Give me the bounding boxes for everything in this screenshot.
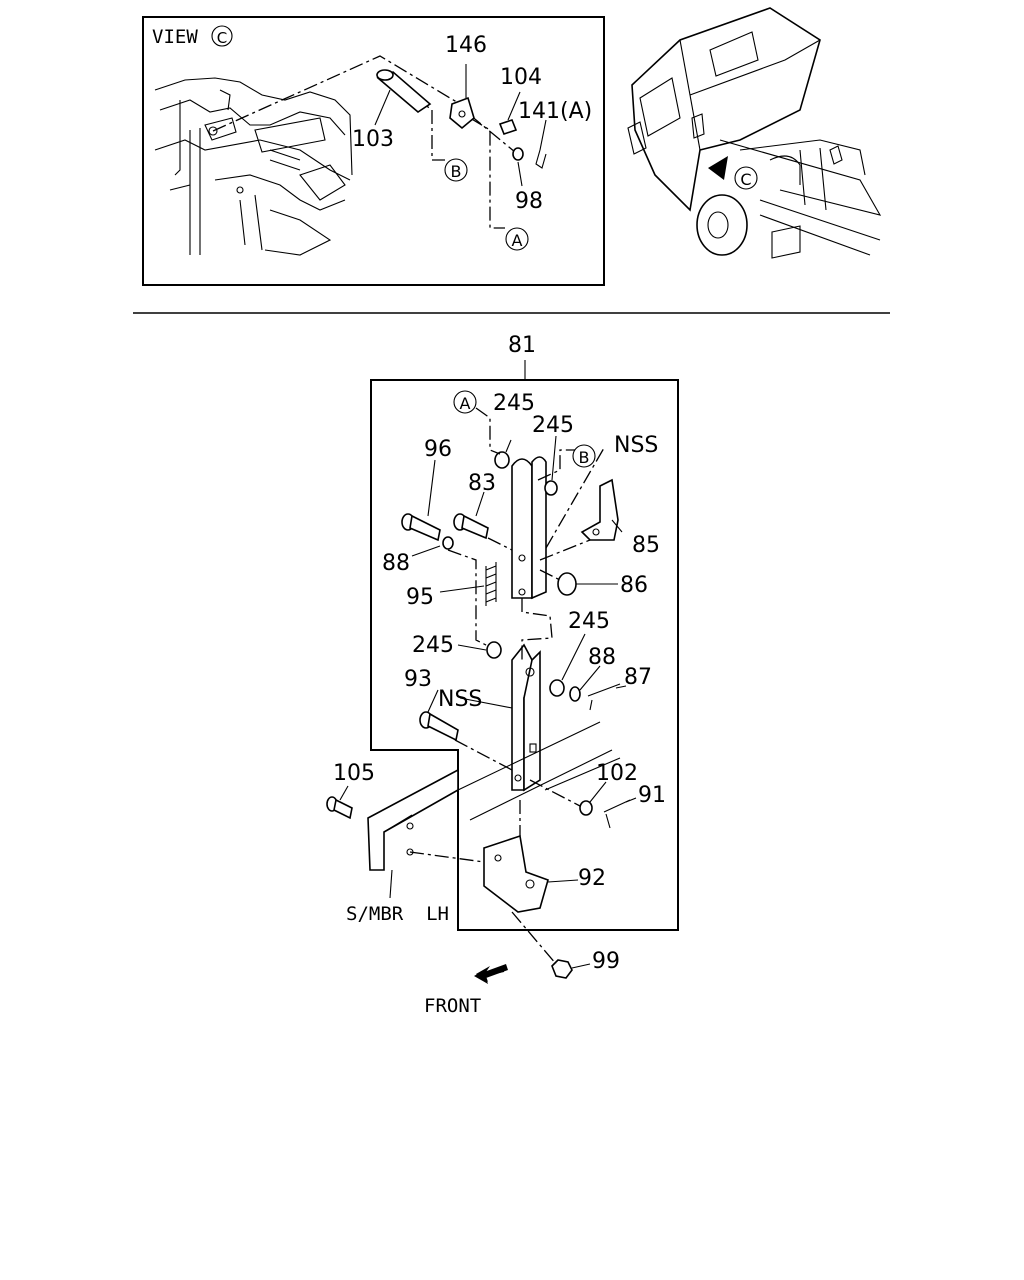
ref-a-badge: A <box>505 227 529 251</box>
part-245-collar-top-right <box>544 480 558 496</box>
part-245-collar-mid-left <box>486 641 502 659</box>
view-c-frame <box>142 16 605 286</box>
part-83-bolt <box>453 513 489 540</box>
part-85-bracket <box>580 478 619 541</box>
main-assembly: 81 <box>326 333 679 1017</box>
truck-cab <box>631 7 821 212</box>
view-c-panel: VIEW C <box>142 16 605 286</box>
callout-88-right: 88 <box>588 645 616 670</box>
callout-92: 92 <box>578 866 606 891</box>
ref-b-marker: B <box>572 444 596 468</box>
upper-link-nss <box>511 456 547 600</box>
part-105-bolt <box>326 796 353 820</box>
callout-105: 105 <box>333 761 375 786</box>
truck-window <box>709 31 759 77</box>
part-88-washer-left <box>442 536 454 550</box>
callout-245-mid-left: 245 <box>412 633 454 658</box>
callout-96: 96 <box>424 437 452 462</box>
ref-a-marker: A <box>453 390 477 414</box>
side-member-label: S/MBR LH <box>346 903 449 925</box>
svg-text:B: B <box>579 448 590 467</box>
callout-91: 91 <box>638 783 666 808</box>
part-91-pin <box>603 799 631 829</box>
truck-wheel <box>696 194 748 256</box>
callout-85: 85 <box>632 533 660 558</box>
callout-nss-top: NSS <box>614 433 658 458</box>
callout-87: 87 <box>624 665 652 690</box>
callout-93: 93 <box>404 667 432 692</box>
part-99-nut <box>551 959 573 979</box>
callout-102: 102 <box>596 761 638 786</box>
callout-245-top-left: 245 <box>493 391 535 416</box>
part-245-collar-mid-right <box>549 679 565 697</box>
part-98-washer <box>512 147 524 161</box>
callout-245-mid-right: 245 <box>568 609 610 634</box>
part-88-washer-right <box>569 686 581 702</box>
chassis-sketch <box>154 77 353 256</box>
truck-component <box>771 225 801 259</box>
assembly-boundary <box>370 379 679 931</box>
part-87-pin <box>587 683 621 711</box>
callout-83: 83 <box>468 471 496 496</box>
view-title: VIEW <box>152 26 198 48</box>
callout-103: 103 <box>352 127 394 152</box>
svg-text:A: A <box>460 394 471 413</box>
assembly-number: 81 <box>508 333 536 358</box>
part-104-bolt <box>498 119 518 135</box>
part-245-collar-top-left <box>494 451 510 469</box>
part-146-bracket <box>449 96 475 130</box>
side-member-lh <box>367 768 459 871</box>
part-92-bracket <box>483 834 549 913</box>
view-marker-badge: C <box>734 166 758 190</box>
callout-146: 146 <box>445 33 487 58</box>
callout-98: 98 <box>515 189 543 214</box>
callout-245-top-right: 245 <box>532 413 574 438</box>
svg-text:B: B <box>451 162 462 181</box>
part-93-bolt <box>419 711 459 742</box>
callout-104: 104 <box>500 65 542 90</box>
part-96-bolt <box>401 513 441 542</box>
view-letter-badge: C <box>211 25 233 47</box>
callout-99: 99 <box>592 949 620 974</box>
part-95-spring <box>485 562 497 606</box>
callout-141a: 141(A) <box>518 99 592 124</box>
part-86-ring <box>557 572 577 596</box>
part-102-washer <box>579 800 593 816</box>
part-103-pin <box>376 69 432 114</box>
svg-text:A: A <box>512 231 523 250</box>
lower-link-nss <box>511 643 541 792</box>
callout-86: 86 <box>620 573 648 598</box>
callout-nss-mid: NSS <box>438 687 482 712</box>
front-arrow-fill <box>474 964 508 984</box>
truck-panel: C <box>627 7 882 259</box>
front-label: FRONT <box>424 995 481 1017</box>
part-141-clip <box>535 149 547 169</box>
view-arrow-icon <box>708 156 728 180</box>
view-letter: C <box>217 29 227 47</box>
callout-88-left: 88 <box>382 551 410 576</box>
ref-b-badge: B <box>444 158 468 182</box>
callout-95: 95 <box>406 585 434 610</box>
svg-text:C: C <box>740 170 751 189</box>
truck-windshield <box>639 77 681 137</box>
